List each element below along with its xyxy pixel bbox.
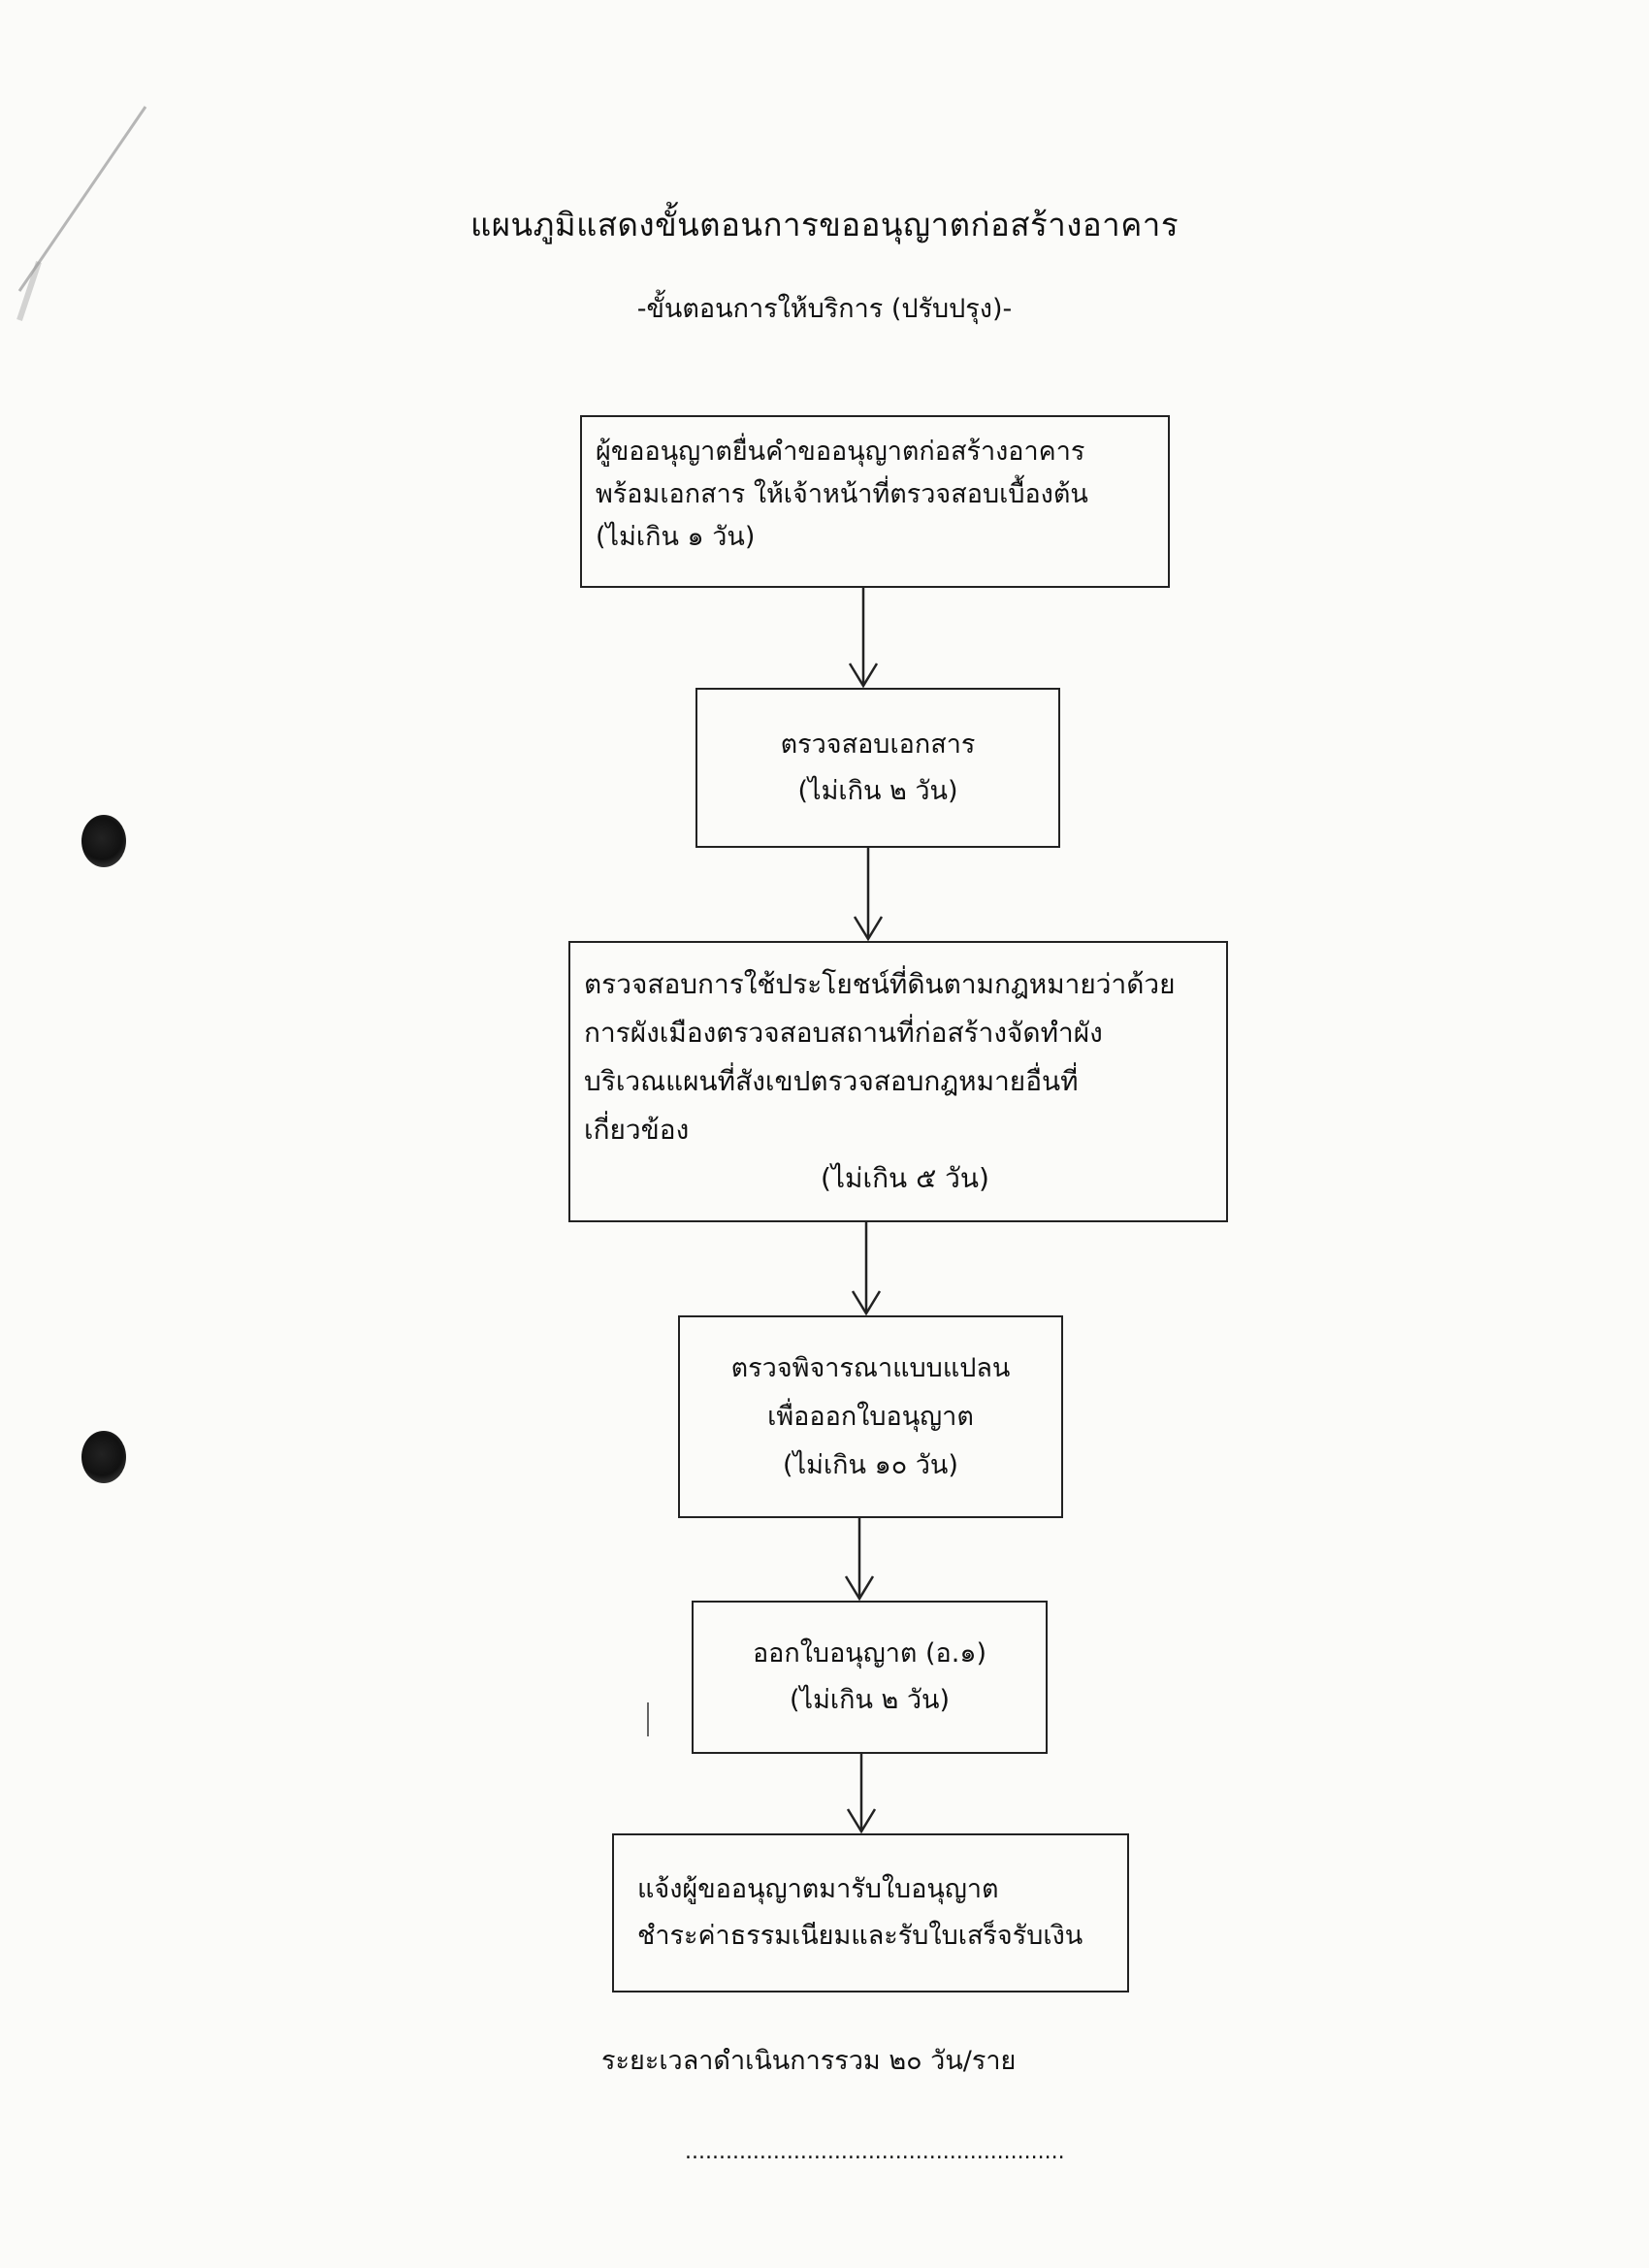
arrow-step-2-to-3 (853, 848, 884, 942)
step-5-line-2: (ไม่เกิน ๒ วัน) (789, 1685, 951, 1715)
punch-hole-top (81, 815, 126, 867)
arrow-step-5-to-6 (846, 1754, 877, 1834)
step-box-check-land-use: ตรวจสอบการใช้ประโยชน์ที่ดินตามกฎหมายว่าด… (568, 941, 1228, 1222)
step-3-line-1: ตรวจสอบการใช้ประโยชน์ที่ดินตามกฎหมายว่าด… (584, 968, 1176, 1000)
step-box-check-documents: ตรวจสอบเอกสาร (ไม่เกิน ๒ วัน) (695, 688, 1060, 848)
step-4-line-3: (ไม่เกิน ๑๐ วัน) (783, 1449, 958, 1480)
arrow-step-3-to-4 (851, 1222, 882, 1316)
step-3-line-3: บริเวณแผนที่สังเขปตรวจสอบกฎหมายอื่นที่ (584, 1065, 1079, 1097)
step-3-line-2: การผังเมืองตรวจสอบสถานที่ก่อสร้างจัดทำผั… (584, 1017, 1103, 1049)
step-1-line-2: พร้อมเอกสาร ให้เจ้าหน้าที่ตรวจสอบเบื้องต… (596, 479, 1088, 509)
step-4-line-1: ตรวจพิจารณาแบบแปลน (730, 1352, 1011, 1383)
step-2-line-2: (ไม่เกิน ๒ วัน) (797, 775, 958, 806)
step-1-line-3: (ไม่เกิน ๑ วัน) (596, 522, 756, 552)
step-5-line-1: ออกใบอนุญาต (อ.๑) (752, 1638, 987, 1669)
page-title: แผนภูมิแสดงขั้นตอนการขออนุญาตก่อสร้างอาค… (469, 206, 1180, 243)
page-subtitle: -ขั้นตอนการให้บริการ (ปรับปรุง)- (636, 294, 1013, 324)
step-box-notify-applicant: แจ้งผู้ขออนุญาตมารับใบอนุญาต ชำระค่าธรรม… (612, 1833, 1129, 1993)
step-3-line-4: เกี่ยวข้อง (584, 1114, 690, 1146)
signature-dotted-line: ........................................… (685, 2140, 1065, 2164)
step-6-line-2: ชำระค่าธรรมเนียมและรับใบเสร็จรับเงิน (637, 1921, 1083, 1951)
punch-hole-bottom (81, 1431, 126, 1483)
step-3-line-5: (ไม่เกิน ๕ วัน) (821, 1162, 989, 1194)
arrow-step-4-to-5 (844, 1518, 875, 1602)
step-1-line-1: ผู้ขออนุญาตยื่นคำขออนุญาตก่อสร้างอาคาร (596, 437, 1085, 467)
arrow-step-1-to-2 (848, 588, 879, 689)
step-4-line-2: เพื่อออกใบอนุญาต (767, 1401, 974, 1432)
step-box-submit-request: ผู้ขออนุญาตยื่นคำขออนุญาตก่อสร้างอาคาร พ… (580, 415, 1170, 588)
step-6-line-1: แจ้งผู้ขออนุญาตมารับใบอนุญาต (637, 1874, 999, 1904)
total-processing-time: ระยะเวลาดำเนินการรวม ๒๐ วัน/ราย (601, 2046, 1017, 2076)
step-box-issue-permit: ออกใบอนุญาต (อ.๑) (ไม่เกิน ๒ วัน) (692, 1601, 1048, 1754)
step-2-line-1: ตรวจสอบเอกสาร (780, 729, 976, 760)
step-box-review-plans: ตรวจพิจารณาแบบแปลน เพื่อออกใบอนุญาต (ไม่… (678, 1315, 1063, 1518)
